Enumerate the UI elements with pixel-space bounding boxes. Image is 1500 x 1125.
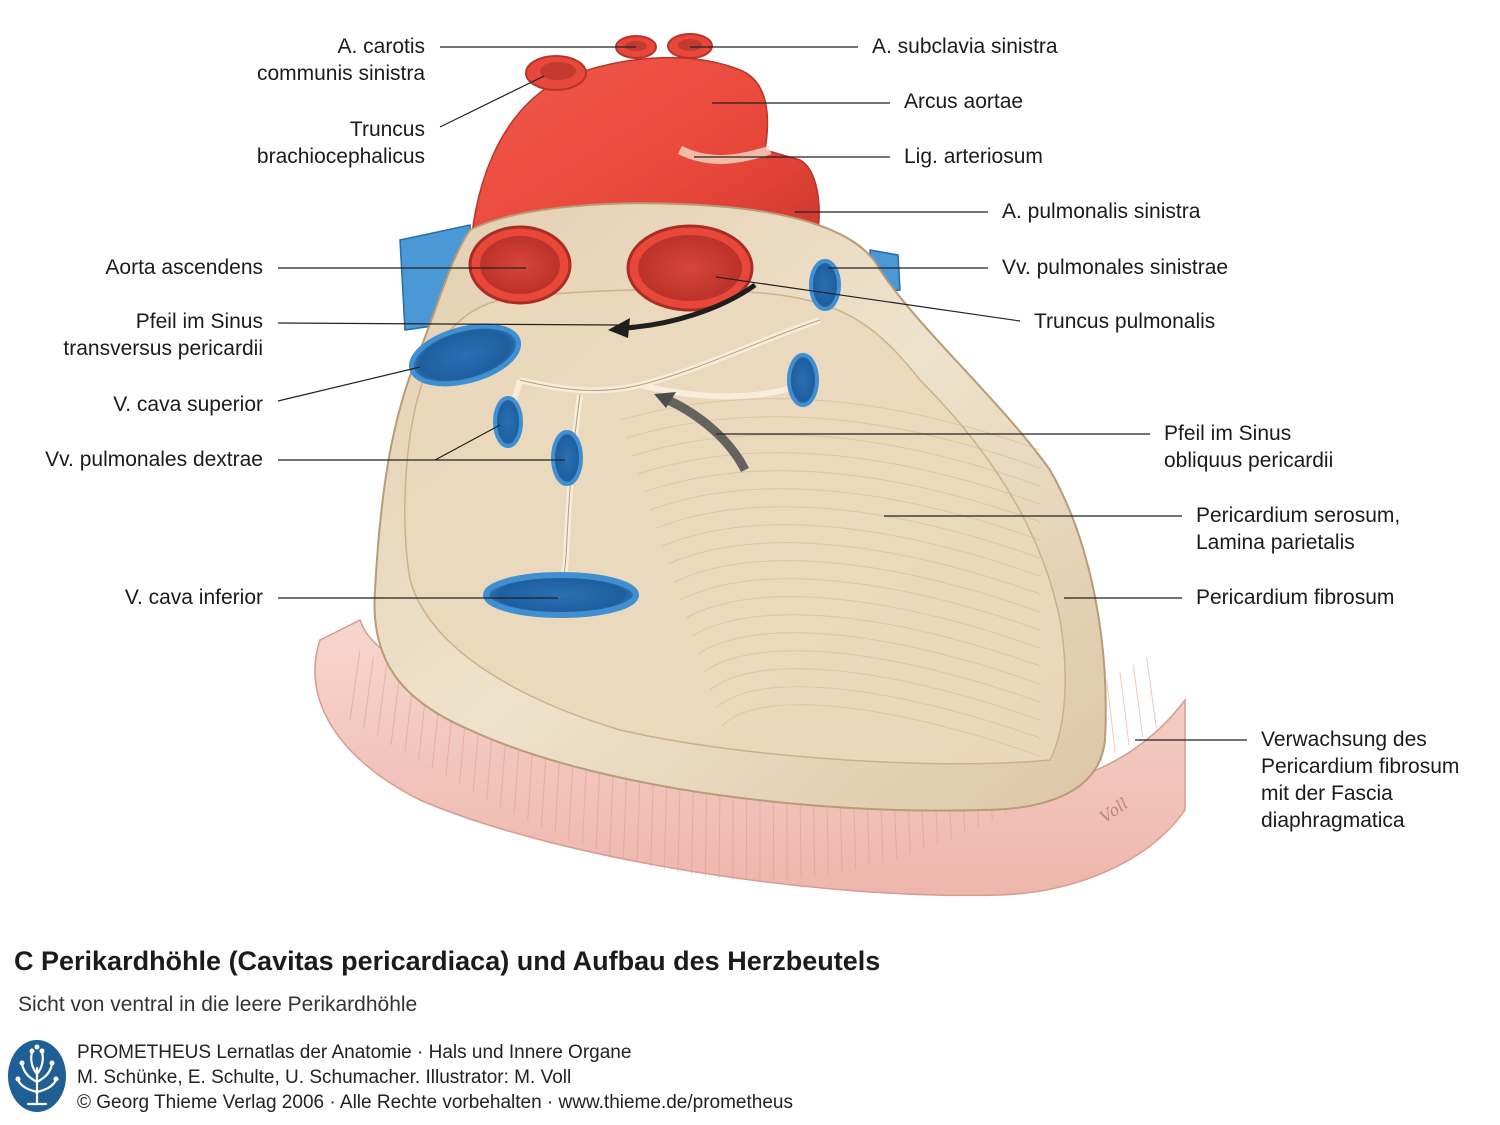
vv-pulmonales-dextrae-upper xyxy=(493,396,523,448)
carotis-lumen xyxy=(625,41,647,51)
label-truncus-brachiocephalicus: Truncus brachiocephalicus xyxy=(256,118,425,168)
label-truncus-pulmonalis: Truncus pulmonalis xyxy=(1034,310,1216,333)
vv-pulmonales-sinistrae-lower xyxy=(787,353,819,407)
leader-lines xyxy=(277,46,1247,741)
vv-pulmonales-dextrae-lower xyxy=(551,430,583,486)
label-vena-cava-inferior: V. cava inferior xyxy=(124,586,263,609)
truncus-pulmonalis-lumen xyxy=(638,235,742,301)
label-vv-pulmonales-sinistrae: Vv. pulmonales sinistrae xyxy=(1002,256,1229,279)
lig-arteriosum-shape xyxy=(677,145,772,164)
figure-subtitle: Sicht von ventral in die leere Perikardh… xyxy=(18,993,418,1016)
label-aorta-ascendens: Aorta ascendens xyxy=(105,256,263,279)
arrow-sinus-transversus xyxy=(624,282,757,331)
truncus-brachiocephalicus-lumen xyxy=(540,62,576,80)
credits-authors: M. Schünke, E. Schulte, U. Schumacher. I… xyxy=(77,1067,572,1088)
label-a-pulmonalis-sinistra: A. pulmonalis sinistra xyxy=(1002,200,1201,223)
label-pfeil-sinus-transversus: Pfeil im Sinus transversus pericardii xyxy=(63,310,263,360)
label-pericardium-fibrosum: Pericardium fibrosum xyxy=(1196,586,1395,609)
vv-pulmonales-sinistrae-upper xyxy=(809,259,841,311)
label-vv-pulmonales-dextrae: Vv. pulmonales dextrae xyxy=(45,448,263,471)
credits-book: PROMETHEUS Lernatlas der Anatomie · Hals… xyxy=(77,1042,632,1063)
credits-copyright: © Georg Thieme Verlag 2006 · Alle Rechte… xyxy=(77,1092,793,1113)
subclavia-lumen xyxy=(678,39,702,51)
thieme-tree-logo-icon xyxy=(8,1040,66,1112)
credits: PROMETHEUS Lernatlas der Anatomie · Hals… xyxy=(77,1040,793,1115)
label-arcus-aortae: Arcus aortae xyxy=(904,90,1024,113)
label-vena-cava-superior: V. cava superior xyxy=(113,393,263,416)
arrow-sinus-transversus-head xyxy=(608,318,630,338)
vena-cava-inferior-opening xyxy=(483,572,639,618)
label-subclavia: A. subclavia sinistra xyxy=(872,35,1058,58)
label-pericardium-serosum: Pericardium serosum, Lamina parietalis xyxy=(1196,504,1401,554)
heart-pericardium-illustration: Voll xyxy=(277,33,1247,897)
label-verwachsung: Verwachsung des Pericardium fibrosum mit… xyxy=(1261,728,1460,832)
figure-title: C Perikardhöhle (Cavitas pericardiaca) u… xyxy=(14,946,881,976)
aorta-ascendens-lumen xyxy=(480,236,560,294)
label-carotis: A. carotis communis sinistra xyxy=(256,35,425,85)
arrow-sinus-obliquus-head xyxy=(654,392,676,408)
arrow-sinus-obliquus xyxy=(666,395,750,473)
label-pfeil-sinus-obliquus: Pfeil im Sinus obliquus pericardii xyxy=(1164,422,1334,472)
label-lig-arteriosum: Lig. arteriosum xyxy=(904,145,1043,168)
